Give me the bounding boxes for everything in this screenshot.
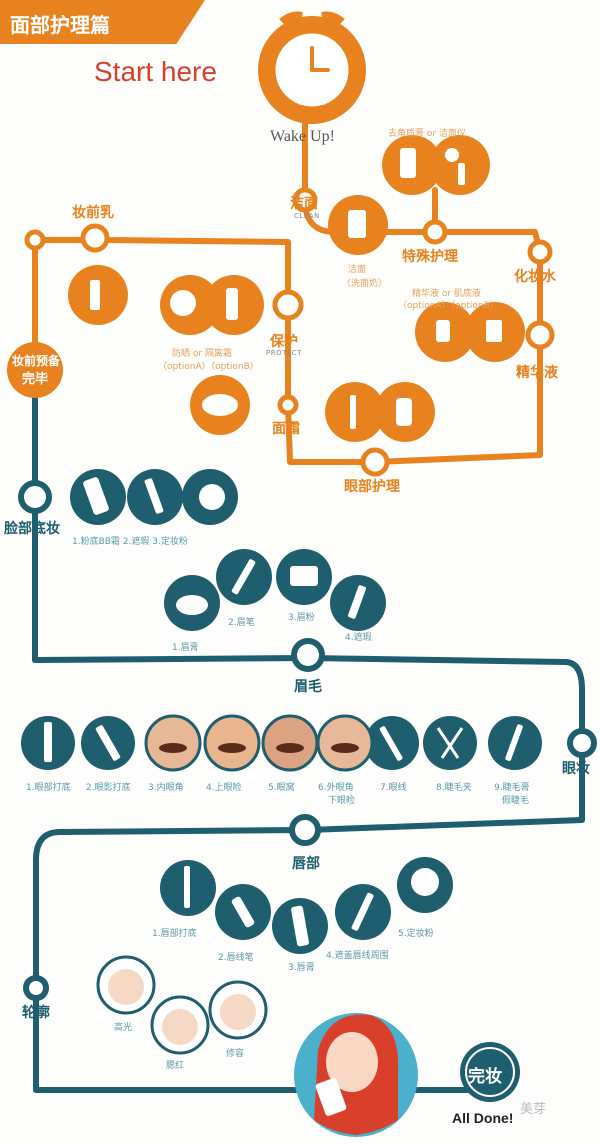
clean-sub2: （洗面奶） xyxy=(342,279,388,289)
start-label: Start here xyxy=(94,56,217,87)
girl-illustration xyxy=(294,1013,418,1137)
eye-item-4: 4.上眼睑 xyxy=(206,783,242,793)
protect-options: （optionA）（optionB） xyxy=(158,362,259,372)
ready-label-1: 妆前预备 xyxy=(12,354,61,368)
page-title: 面部护理篇 xyxy=(10,13,110,37)
node-special xyxy=(422,219,448,245)
done-badge xyxy=(460,1042,520,1102)
product-bubbles-orange xyxy=(68,135,525,442)
protect-label: 保护 xyxy=(270,334,298,350)
serum-label: 精华液 xyxy=(516,365,558,381)
toner-label: 化妆水 xyxy=(514,269,556,285)
eye-step-circles xyxy=(144,714,374,772)
lip-item-1: 1.唇部打底 xyxy=(152,929,197,939)
node-brows xyxy=(291,638,325,672)
lip-item-3: 3.唇膏 xyxy=(288,963,315,973)
node-corner xyxy=(24,229,46,251)
eye-item-5: 5.眼窝 xyxy=(268,783,295,793)
eye-item-9b: 假睫毛 xyxy=(502,796,530,806)
eye-item-6: 6.外眼角 xyxy=(318,783,354,793)
alarm-clock-icon xyxy=(258,11,366,124)
all-done-label: All Done! xyxy=(452,1110,514,1126)
lip-item-4: 4.遮盖唇线周围 xyxy=(326,951,389,961)
base-sub: 1.粉底BB霜 2.遮瑕 3.定妆粉 xyxy=(72,537,188,547)
brows-label: 眉毛 xyxy=(294,679,322,695)
node-base xyxy=(18,480,52,514)
eye-item-9: 9.睫毛膏 xyxy=(494,783,530,793)
protect-en-label: PROTECT xyxy=(266,349,302,357)
done-label: 完妆 xyxy=(468,1067,502,1087)
eyecare-label: 眼部护理 xyxy=(344,479,400,495)
node-serum xyxy=(525,320,555,350)
brow-item-3: 3.眉粉 xyxy=(288,613,315,623)
primer-label: 妆前乳 xyxy=(72,205,114,221)
clean-sub1: 洁面 xyxy=(348,265,367,275)
special-label: 特殊护理 xyxy=(402,249,458,265)
clean-en-label: CLEAN xyxy=(294,212,320,220)
title-band xyxy=(0,0,205,44)
special-sub: 去角质膏 or 洁面仪 xyxy=(388,129,466,139)
wake-label: Wake Up! xyxy=(270,128,335,145)
lips-label: 唇部 xyxy=(292,856,320,872)
eyes-label: 眼妆 xyxy=(562,761,590,777)
node-cream xyxy=(277,394,299,416)
node-clean xyxy=(292,187,318,213)
contour-item-1: 高光 xyxy=(114,1023,133,1033)
brow-item-4: 4.遮瑕 xyxy=(345,633,372,643)
lip-item-5: 5.定妆粉 xyxy=(398,929,434,939)
ready-label-2: 完毕 xyxy=(22,372,49,387)
contour-item-3: 修容 xyxy=(226,1049,245,1059)
node-lips xyxy=(289,814,321,846)
cream-label: 面霜 xyxy=(272,421,300,437)
eye-item-8: 8.睫毛夹 xyxy=(436,783,472,793)
node-protect xyxy=(272,289,304,321)
lip-item-2: 2.唇线笔 xyxy=(218,953,254,963)
serum-options: （optionA）（optionB） xyxy=(398,301,499,311)
orange-path-eyecare xyxy=(372,332,543,465)
orange-path-cream xyxy=(285,302,378,465)
ready-badge xyxy=(7,342,63,398)
node-primer xyxy=(80,223,110,253)
eye-item-7: 7.眼线 xyxy=(380,783,407,793)
node-toner xyxy=(527,239,553,265)
brow-item-2: 2.眉笔 xyxy=(228,618,255,628)
eye-item-2: 2.眼影打底 xyxy=(86,783,131,793)
node-contour xyxy=(23,975,49,1001)
clean-label: 洁面 xyxy=(290,196,318,212)
serum-sub: 精华液 or 肌底液 xyxy=(412,289,481,299)
eye-item-6b: 下眼睑 xyxy=(328,796,356,806)
node-eyecare xyxy=(360,447,390,477)
protect-sub: 防晒 or 隔离霜 xyxy=(172,349,232,359)
brow-item-1: 1.眉膏 xyxy=(172,643,199,653)
teal-path-eyes xyxy=(33,817,585,1093)
contour-item-2: 腮红 xyxy=(166,1061,185,1071)
base-label: 脸部底妆 xyxy=(4,521,60,537)
teal-path-brows xyxy=(32,655,585,823)
contour-label: 轮廓 xyxy=(22,1005,50,1021)
node-eyes xyxy=(567,728,597,758)
watermark: 美芽 xyxy=(520,1102,547,1117)
eye-item-1: 1.眼部打底 xyxy=(26,783,71,793)
eye-item-3: 3.内眼角 xyxy=(148,783,184,793)
